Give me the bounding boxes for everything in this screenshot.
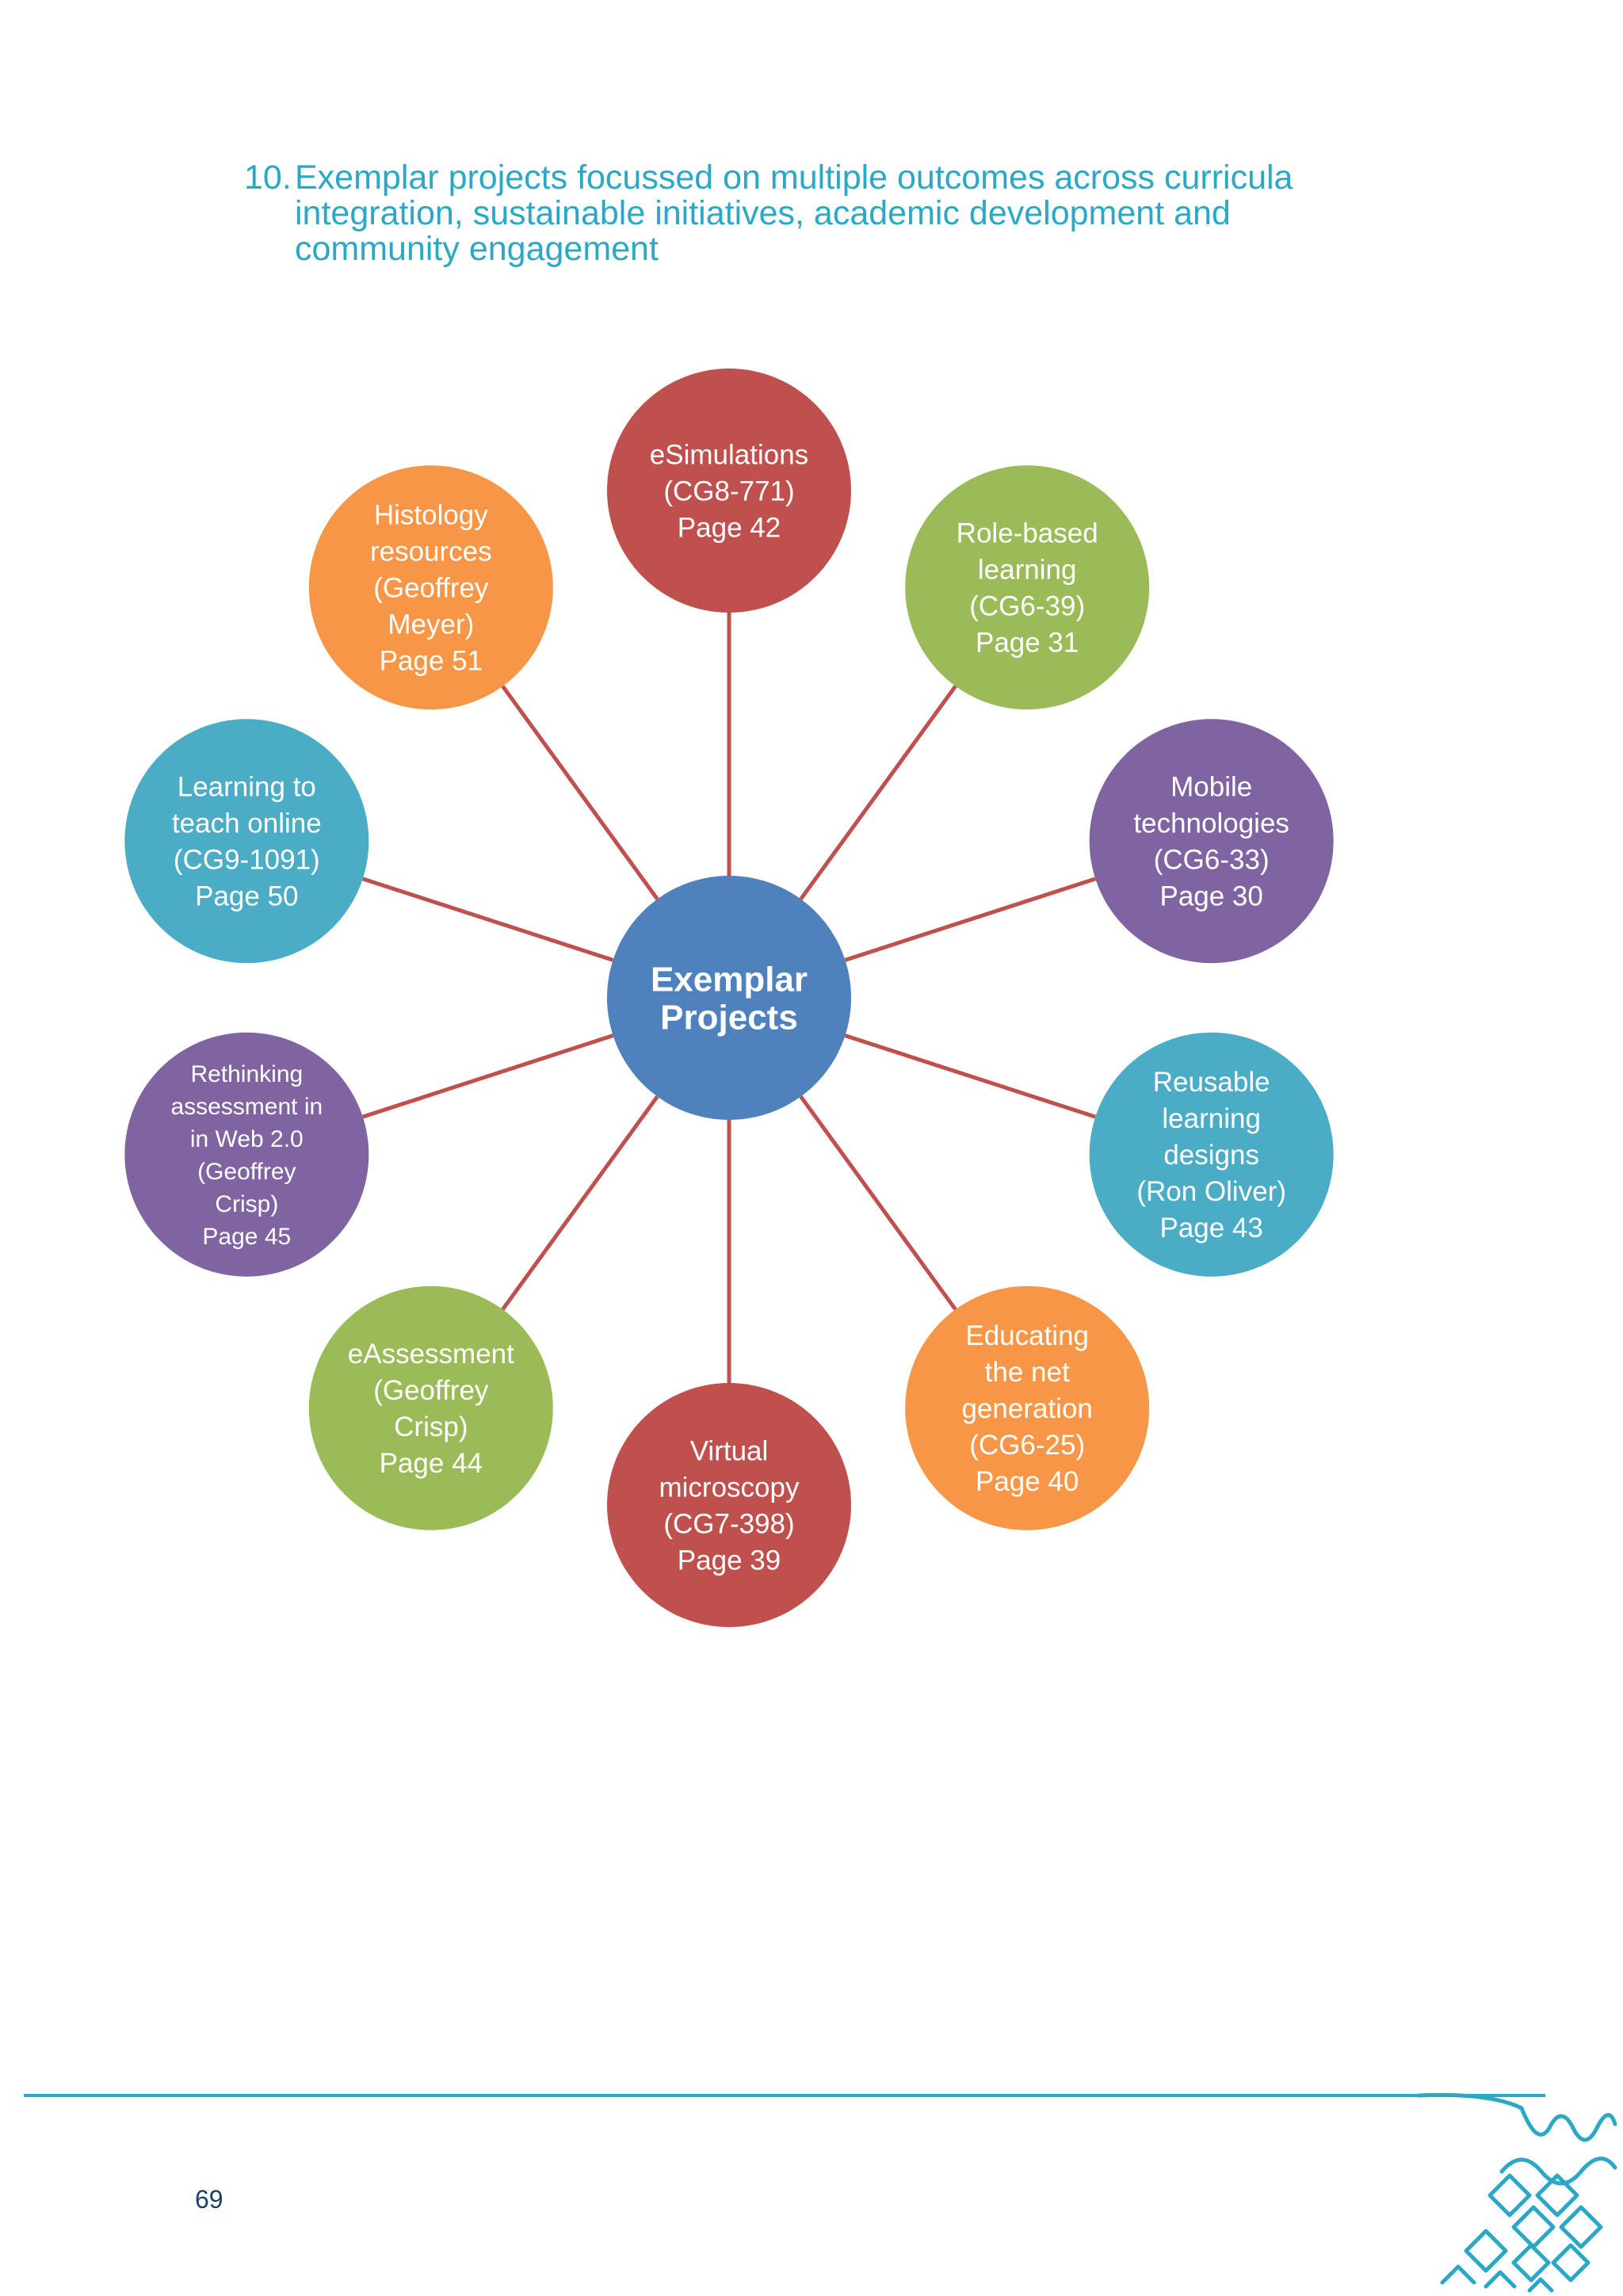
decorative-wave-logo bbox=[1416, 2092, 1617, 2293]
node-histology-resources-line-5: Page 51 bbox=[380, 645, 483, 676]
node-virtual-microscopy-line-1: Virtual bbox=[690, 1435, 769, 1466]
node-learning-to-teach-online: Learning to teach online (CG9-1091) Page 50 bbox=[124, 719, 369, 964]
section-title-line-2: integration, sustainable initiatives, ac… bbox=[295, 194, 1231, 232]
node-role-based-learning-line-4: Page 31 bbox=[976, 627, 1079, 658]
node-learning-to-teach-online-line-4: Page 50 bbox=[195, 881, 298, 911]
node-reusable-learning-designs-line-4: (Ron Oliver) bbox=[1136, 1176, 1286, 1207]
node-educating-the-net-generation-line-3: generation bbox=[961, 1393, 1092, 1424]
node-circle-histology-resources bbox=[308, 465, 553, 710]
node-reusable-learning-designs-line-2: learning bbox=[1162, 1103, 1261, 1134]
node-educating-the-net-generation-line-1: Educating bbox=[965, 1320, 1089, 1351]
connector-reusable-learning-designs bbox=[844, 1033, 1096, 1119]
node-reusable-learning-designs: Reusable learning designs (Ron Oliver) Page … bbox=[1089, 1032, 1334, 1277]
connector-group bbox=[362, 613, 1096, 1383]
node-reusable-learning-designs-line-1: Reusable bbox=[1153, 1067, 1270, 1098]
node-histology-resources-line-3: (Geoffrey bbox=[373, 572, 489, 603]
node-esimulations-line-3: Page 42 bbox=[678, 512, 781, 543]
node-virtual-microscopy: Virtual microscopy (CG7-398) Page 39 bbox=[607, 1383, 851, 1627]
node-mobile-technologies-line-2: technologies bbox=[1133, 808, 1289, 839]
node-rethinking-assessment-line-1: Rethinking bbox=[190, 1061, 303, 1087]
node-esimulations-line-1: eSimulations bbox=[650, 439, 808, 470]
connector-educating-the-net-generation bbox=[799, 1095, 957, 1311]
node-mobile-technologies-line-4: Page 30 bbox=[1159, 881, 1262, 911]
node-rethinking-assessment-line-6: Page 45 bbox=[202, 1224, 291, 1250]
connector-rethinking-assessment bbox=[362, 1033, 614, 1119]
node-circle-mobile-technologies bbox=[1089, 719, 1334, 964]
node-learning-to-teach-online-line-2: teach online bbox=[172, 808, 322, 839]
connector-histology-resources bbox=[501, 685, 659, 900]
node-eassessment-line-1: eAssessment bbox=[348, 1339, 514, 1370]
section-title-line-1: Exemplar projects focussed on multiple o… bbox=[295, 159, 1293, 197]
center-circle bbox=[607, 876, 851, 1120]
node-histology-resources-line-2: resources bbox=[370, 536, 492, 567]
node-role-based-learning-line-2: learning bbox=[978, 554, 1077, 585]
node-circle-role-based-learning bbox=[905, 465, 1150, 710]
node-mobile-technologies-line-3: (CG6-33) bbox=[1154, 844, 1270, 875]
center-label-line-2: Projects bbox=[660, 998, 798, 1037]
node-esimulations: eSimulations (CG8-771) Page 42 bbox=[607, 369, 851, 613]
exemplar-projects-diagram: eSimulations (CG8-771) Page 42 Role-based le… bbox=[124, 369, 1334, 1627]
node-learning-to-teach-online-line-3: (CG9-1091) bbox=[174, 844, 320, 875]
connector-role-based-learning bbox=[799, 685, 957, 900]
connector-learning-to-teach-online bbox=[362, 877, 614, 962]
node-reusable-learning-designs-line-5: Page 43 bbox=[1159, 1213, 1262, 1244]
node-role-based-learning-line-1: Role-based bbox=[957, 518, 1098, 548]
node-role-based-learning-line-3: (CG6-39) bbox=[969, 590, 1085, 621]
node-circle-esimulations bbox=[607, 369, 851, 613]
footer-divider bbox=[24, 2094, 1545, 2097]
node-virtual-microscopy-line-2: microscopy bbox=[659, 1472, 800, 1503]
node-rethinking-assessment-line-4: (Geoffrey bbox=[197, 1159, 296, 1185]
node-histology-resources-line-4: Meyer) bbox=[388, 609, 474, 640]
node-circle-eassessment bbox=[308, 1286, 553, 1530]
section-title-line-3: community engagement bbox=[295, 230, 659, 268]
node-educating-the-net-generation-line-5: Page 40 bbox=[976, 1466, 1079, 1497]
node-eassessment-line-4: Page 44 bbox=[380, 1448, 483, 1479]
node-mobile-technologies-line-1: Mobile bbox=[1170, 771, 1252, 802]
section-heading: 10. Exemplar projects focussed on multip… bbox=[244, 160, 1433, 267]
node-eassessment-line-2: (Geoffrey bbox=[373, 1375, 489, 1406]
connector-eassessment bbox=[501, 1095, 659, 1311]
node-learning-to-teach-online-line-1: Learning to bbox=[178, 771, 316, 802]
node-mobile-technologies: Mobile technologies (CG6-33) Page 30 bbox=[1089, 719, 1334, 964]
node-esimulations-line-2: (CG8-771) bbox=[663, 476, 794, 506]
node-circle-learning-to-teach-online bbox=[124, 719, 369, 964]
node-role-based-learning: Role-based learning (CG6-39) Page 31 bbox=[905, 465, 1150, 710]
node-educating-the-net-generation: Educating the net generation (CG6-25) Page 4… bbox=[905, 1286, 1150, 1530]
node-circle-educating-the-net-generation bbox=[905, 1286, 1150, 1530]
node-histology-resources-line-1: Histology bbox=[374, 499, 488, 530]
node-rethinking-assessment-line-3: in Web 2.0 bbox=[190, 1126, 304, 1152]
node-group: eSimulations (CG8-771) Page 42 Role-based le… bbox=[124, 369, 1334, 1627]
connector-mobile-technologies bbox=[844, 877, 1096, 962]
node-reusable-learning-designs-line-3: designs bbox=[1163, 1140, 1259, 1171]
node-educating-the-net-generation-line-2: the net bbox=[985, 1357, 1070, 1388]
node-rethinking-assessment-line-2: assessment in bbox=[170, 1094, 323, 1120]
node-educating-the-net-generation-line-4: (CG6-25) bbox=[969, 1430, 1085, 1461]
page-number: 69 bbox=[195, 2185, 223, 2214]
node-virtual-microscopy-line-3: (CG7-398) bbox=[663, 1508, 794, 1539]
center-label-line-1: Exemplar bbox=[651, 960, 808, 999]
node-rethinking-assessment-line-5: Crisp) bbox=[215, 1191, 278, 1217]
node-eassessment-line-3: Crisp) bbox=[394, 1412, 468, 1442]
node-circle-reusable-learning-designs bbox=[1089, 1032, 1334, 1277]
node-circle-rethinking-assessment bbox=[124, 1032, 369, 1277]
node-circle-virtual-microscopy bbox=[607, 1383, 851, 1627]
node-virtual-microscopy-line-4: Page 39 bbox=[678, 1545, 781, 1576]
section-number: 10. bbox=[244, 159, 292, 197]
node-rethinking-assessment: Rethinking assessment in in Web 2.0 (Geoffr… bbox=[124, 1032, 369, 1277]
